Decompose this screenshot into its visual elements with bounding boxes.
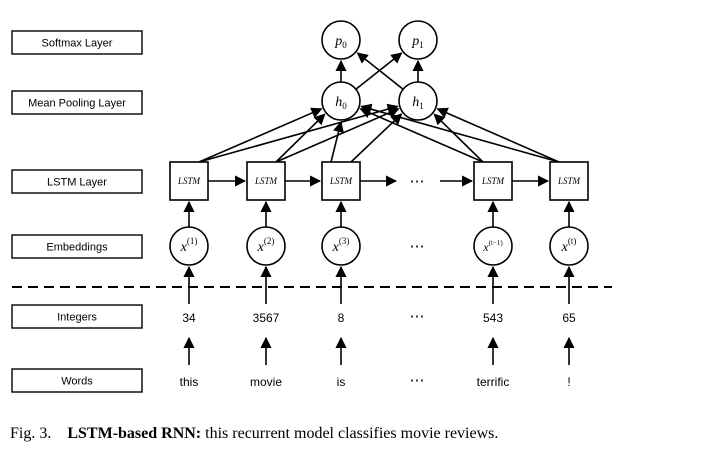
lstm-cell-3-label: LSTM [329, 176, 353, 186]
word-t: ! [567, 375, 570, 389]
arrow-h-to-p-2 [356, 52, 404, 90]
embedding-node-1-sup: (1) [187, 236, 198, 246]
embedding-node-1: x(1) [169, 226, 209, 266]
embedding-node-t-sup: (t) [568, 236, 577, 246]
word-t-minus-1: terrific [477, 375, 510, 389]
arrow-lstm-5-to-h0 [360, 103, 560, 163]
figure-caption: Fig. 3. LSTM-based RNN: this recurrent m… [10, 425, 498, 443]
integer-value-3: 8 [338, 311, 345, 325]
svg-text:x(1): x(1) [180, 236, 198, 255]
embedding-node-2: x(2) [246, 226, 286, 266]
embedding-ellipsis: ⋯ [410, 239, 425, 255]
caption-bold: LSTM-based RNN: [67, 425, 202, 442]
lstm-cell-t-minus-1-label: LSTM [481, 176, 505, 186]
layer-label-integers-text: Integers [57, 312, 97, 324]
integer-value-1: 34 [182, 311, 196, 325]
svg-text:p0: p0 [334, 34, 347, 50]
lstm-cell-2-label: LSTM [254, 176, 278, 186]
embedding-node-t: x(t) [549, 226, 589, 266]
lstm-cell-1: LSTM [169, 161, 209, 201]
lstm-cell-t-minus-1: LSTM [473, 161, 513, 201]
embedding-node-2-sup: (2) [264, 236, 275, 246]
layer-label-lstm: LSTM Layer [11, 169, 143, 194]
word-3: is [337, 375, 346, 389]
arrow-lstm-3-to-h0 [330, 120, 344, 163]
arrow-lstm-2-to-h0 [275, 113, 326, 163]
svg-text:h0: h0 [335, 95, 347, 111]
layer-label-mean-pooling: Mean Pooling Layer [11, 90, 143, 115]
embedding-node-t-minus-1-sup: (t−1) [489, 239, 504, 247]
arrow-lstm-4-to-h0 [359, 107, 484, 163]
svg-text:x(3): x(3) [332, 236, 350, 255]
layer-label-softmax-text: Softmax Layer [42, 38, 113, 50]
word-2: movie [250, 375, 282, 389]
layer-label-integers: Integers [11, 304, 143, 329]
layer-label-words-text: Words [61, 376, 93, 388]
layer-label-embeddings: Embeddings [11, 234, 143, 259]
layer-label-words: Words [11, 368, 143, 393]
connection-arrows [183, 52, 575, 365]
svg-text:x(t−1): x(t−1) [482, 239, 503, 254]
svg-text:p1: p1 [411, 34, 424, 50]
pooled-node-h1: h1 [398, 81, 438, 121]
output-node-p0-base: p [334, 34, 342, 49]
output-node-p0-sub: 0 [342, 40, 347, 50]
output-node-p1: p1 [398, 20, 438, 60]
layer-label-lstm-text: LSTM Layer [47, 177, 107, 189]
lstm-cell-t-label: LSTM [557, 176, 581, 186]
layer-label-softmax: Softmax Layer [11, 30, 143, 55]
word-1: this [180, 375, 199, 389]
output-node-p0: p0 [321, 20, 361, 60]
embedding-node-t-minus-1: x(t−1) [473, 226, 513, 266]
caption-prefix: Fig. 3. [10, 425, 52, 442]
embedding-node-2-base: x [257, 240, 265, 255]
svg-text:h1: h1 [412, 95, 424, 111]
integer-value-2: 3567 [253, 311, 280, 325]
svg-text:x(t): x(t) [561, 236, 577, 255]
output-node-p1-sub: 1 [419, 40, 424, 50]
caption-text: this recurrent model classifies movie re… [201, 425, 499, 442]
embedding-node-1-base: x [180, 240, 188, 255]
arrow-lstm-5-to-h1 [436, 107, 560, 163]
lstm-cell-1-label: LSTM [177, 176, 201, 186]
integer-value-t: 65 [562, 311, 576, 325]
arrow-lstm-3-to-h1 [350, 113, 403, 163]
word-ellipsis: ⋯ [410, 373, 425, 389]
arrow-lstm-4-to-h1 [433, 113, 484, 163]
embedding-node-t-base: x [561, 240, 569, 255]
lstm-cell-t: LSTM [549, 161, 589, 201]
integer-ellipsis: ⋯ [410, 309, 425, 325]
pooled-node-h0: h0 [321, 81, 361, 121]
embedding-node-3-sup: (3) [339, 236, 350, 246]
arrow-lstm-1-to-h1 [198, 103, 399, 163]
arrow-lstm-1-to-h0 [198, 107, 323, 163]
lstm-ellipsis: ⋯ [410, 174, 425, 190]
layer-label-mean-pooling-text: Mean Pooling Layer [28, 98, 126, 110]
arrow-h-to-p-1 [355, 52, 403, 90]
integer-value-t-minus-1: 543 [483, 311, 503, 325]
lstm-cell-3: LSTM [321, 161, 361, 201]
embedding-node-t-minus-1-base: x [482, 240, 489, 254]
pooled-node-h0-sub: 0 [342, 101, 347, 111]
svg-text:x(2): x(2) [257, 236, 275, 255]
embedding-node-3: x(3) [321, 226, 361, 266]
embedding-node-3-base: x [332, 240, 340, 255]
pooled-node-h1-sub: 1 [419, 101, 424, 111]
pooled-node-h0-base: h [335, 95, 342, 110]
output-node-p1-base: p [411, 34, 419, 49]
pooled-node-h1-base: h [412, 95, 419, 110]
lstm-cell-2: LSTM [246, 161, 286, 201]
layer-label-embeddings-text: Embeddings [46, 242, 108, 254]
